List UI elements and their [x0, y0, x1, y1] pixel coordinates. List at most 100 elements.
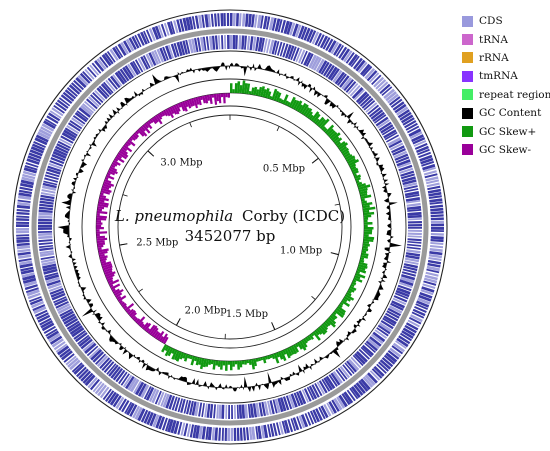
- cds-forward-block: [245, 14, 249, 27]
- legend-swatch: [462, 126, 473, 137]
- gc-skew-positive: [246, 360, 249, 364]
- cds-forward-block: [431, 236, 444, 240]
- gc-skew-positive: [228, 361, 230, 365]
- cds-forward-block: [431, 224, 444, 227]
- cds-reverse-block: [218, 35, 221, 49]
- cds-forward-block: [218, 428, 221, 441]
- legend-swatch: [462, 89, 473, 100]
- gc-skew-positive: [235, 361, 238, 365]
- cds-forward-block: [231, 428, 234, 441]
- minor-tick: [335, 204, 340, 205]
- genome-length: 3452077 bp: [185, 227, 276, 245]
- cds-forward-block: [230, 13, 233, 26]
- major-tick: [176, 318, 180, 325]
- cds-reverse-block: [38, 233, 52, 236]
- cds-forward-block: [233, 13, 236, 26]
- minor-tick: [139, 289, 143, 292]
- cds-reverse-block: [38, 222, 52, 225]
- tick-label: 1.5 Mbp: [226, 309, 268, 320]
- minor-tick: [123, 195, 128, 196]
- cds-reverse-block: [408, 233, 422, 236]
- cds-reverse-block: [408, 224, 422, 227]
- cds-forward-block: [211, 14, 214, 27]
- gc-skew-negative: [223, 93, 226, 103]
- tick-label: 2.0 Mbp: [185, 305, 227, 316]
- cds-reverse-block: [201, 403, 205, 417]
- major-tick: [331, 253, 339, 255]
- minor-tick: [312, 296, 316, 299]
- cds-forward-block: [16, 218, 29, 221]
- major-tick: [312, 158, 318, 163]
- cds-forward-block: [430, 245, 443, 248]
- gc-skew-positive: [364, 227, 374, 230]
- cds-reverse-block: [221, 405, 224, 419]
- cds-reverse-block: [225, 405, 227, 419]
- cds-forward-block: [16, 216, 29, 219]
- cds-forward-block: [214, 13, 217, 26]
- legend-label: tRNA: [479, 34, 508, 46]
- cds-forward-block: [227, 13, 229, 26]
- legend-swatch: [462, 16, 473, 27]
- legend-label: GC Content: [479, 107, 541, 119]
- legend-swatch: [462, 52, 473, 63]
- cds-forward-block: [431, 214, 444, 217]
- cds-reverse-block: [238, 35, 241, 49]
- cds-reverse-block: [228, 405, 230, 419]
- cds-reverse-block: [39, 242, 53, 245]
- cds-reverse-block: [38, 215, 52, 218]
- cds-forward-block: [16, 230, 29, 233]
- cds-reverse-block: [236, 35, 238, 49]
- cds-reverse-block: [213, 404, 216, 418]
- gc-skew-positive: [232, 89, 235, 93]
- cds-reverse-block: [407, 241, 421, 244]
- tick-label: 1.0 Mbp: [280, 245, 322, 256]
- legend-label: rRNA: [479, 52, 509, 64]
- cds-forward-block: [430, 211, 443, 214]
- cds-forward-block: [237, 428, 240, 441]
- gc-skew-negative: [96, 220, 101, 223]
- cds-forward-block: [431, 227, 444, 230]
- cds-reverse-block: [233, 35, 236, 49]
- gc-skew-positive: [242, 360, 245, 364]
- cds-reverse-block: [224, 35, 226, 49]
- minor-tick: [190, 122, 192, 127]
- gc-skew-positive: [364, 232, 372, 235]
- gc-skew-negative: [96, 227, 104, 229]
- cds-forward-block: [431, 217, 444, 220]
- gc-skew-negative: [96, 229, 100, 231]
- cds-forward-block: [16, 224, 29, 227]
- cds-forward-block: [242, 13, 246, 26]
- gc-skew-positive: [225, 361, 228, 371]
- gc-skew-negative: [96, 225, 101, 227]
- legend-label: repeat region: [479, 89, 550, 101]
- gc-skew-positive: [218, 361, 221, 367]
- gc-skew-positive: [232, 361, 235, 367]
- cds-forward-block: [217, 13, 220, 26]
- gc-skew-positive: [216, 360, 219, 365]
- cds-reverse-block: [408, 235, 422, 237]
- tick-label: 2.5 Mbp: [136, 237, 178, 248]
- cds-reverse-block: [38, 227, 52, 230]
- cds-reverse-block: [38, 225, 52, 227]
- cds-reverse-block: [38, 236, 52, 239]
- major-tick: [272, 322, 275, 329]
- gc-skew-negative: [221, 93, 224, 97]
- cds-reverse-block: [38, 219, 52, 222]
- gc-skew-negative: [96, 222, 103, 225]
- cds-reverse-block: [407, 244, 421, 247]
- cds-reverse-block: [239, 405, 242, 419]
- cds-forward-block: [214, 428, 218, 441]
- cds-forward-block: [430, 208, 443, 212]
- cds-reverse-block: [218, 405, 221, 419]
- cds-forward-block: [246, 427, 249, 440]
- legend-swatch: [462, 144, 473, 155]
- cds-reverse-block: [408, 227, 422, 229]
- gc-skew-negative: [96, 231, 107, 234]
- cds-reverse-block: [38, 239, 52, 242]
- cds-reverse-block: [237, 405, 239, 419]
- cds-forward-block: [234, 428, 237, 441]
- minor-tick: [277, 126, 279, 130]
- gc-skew-positive: [230, 83, 233, 93]
